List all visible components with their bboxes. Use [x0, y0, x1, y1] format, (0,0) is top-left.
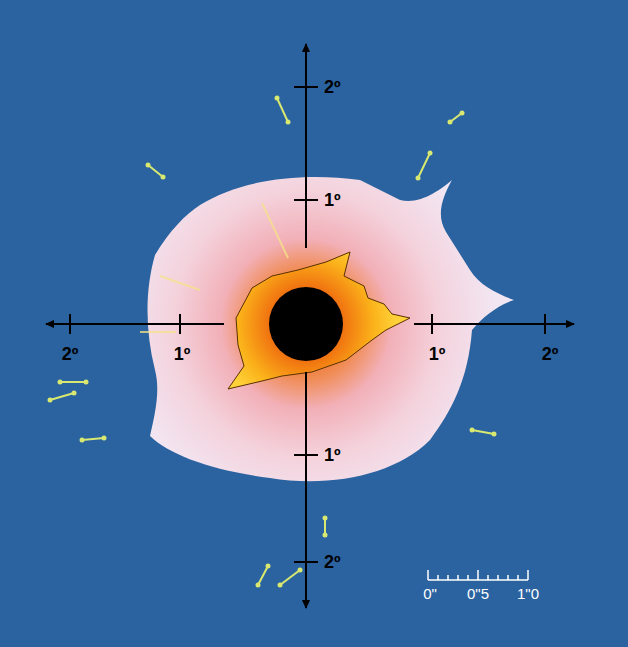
star-track — [50, 393, 74, 400]
star-track — [82, 438, 104, 440]
star-track — [148, 165, 163, 177]
star-dot — [48, 398, 53, 403]
scale-tick — [497, 575, 499, 580]
star-dot — [84, 380, 89, 385]
star-dot — [298, 568, 303, 573]
star-dot — [460, 111, 465, 116]
axis-label: 1º — [324, 446, 341, 464]
star-dot — [323, 516, 328, 521]
star-track — [277, 98, 288, 122]
star-dot — [275, 96, 280, 101]
scale-label: 1"0 — [517, 586, 539, 601]
sun-disk — [269, 287, 343, 361]
star-track — [60, 381, 86, 383]
star-track — [418, 153, 430, 178]
star-dot — [80, 438, 85, 443]
star-dot — [323, 533, 328, 538]
axis-label: 2º — [62, 345, 79, 363]
star-dot — [58, 380, 63, 385]
inner-corona — [228, 252, 410, 389]
star-track — [472, 430, 494, 434]
axis-label: 2º — [324, 78, 341, 96]
star-dot — [72, 391, 77, 396]
star-dot — [428, 151, 433, 156]
star-dot — [102, 436, 107, 441]
axis-label: 1º — [429, 345, 446, 363]
star-track — [258, 566, 268, 585]
star-dot — [278, 583, 283, 588]
star-motions — [48, 96, 497, 588]
star-dot — [286, 120, 291, 125]
star-dot — [266, 564, 271, 569]
star-dot — [416, 176, 421, 181]
scale-tick — [507, 575, 509, 580]
scale-tick — [457, 575, 459, 580]
scale-bar — [428, 570, 528, 580]
star-dot — [470, 428, 475, 433]
scale-tick — [427, 570, 429, 580]
star-dot — [256, 583, 261, 588]
axis-label: 2º — [324, 553, 341, 571]
axis-label: 2º — [542, 345, 559, 363]
scale-tick — [487, 575, 489, 580]
scale-tick — [467, 575, 469, 580]
star-dot — [146, 163, 151, 168]
scale-label: 0"5 — [467, 586, 489, 601]
scale-tick — [527, 570, 529, 580]
star-dot — [448, 120, 453, 125]
star-dot — [161, 175, 166, 180]
scale-tick — [477, 570, 479, 580]
scale-tick — [517, 575, 519, 580]
corona — [148, 177, 515, 481]
axis-label: 1º — [324, 191, 341, 209]
scale-label: 0" — [423, 586, 437, 601]
axis-label: 1º — [174, 345, 191, 363]
axes — [46, 44, 574, 608]
scale-tick — [447, 575, 449, 580]
star-track — [324, 518, 326, 535]
star-dot — [492, 432, 497, 437]
scale-tick — [437, 575, 439, 580]
star-track — [280, 570, 300, 585]
